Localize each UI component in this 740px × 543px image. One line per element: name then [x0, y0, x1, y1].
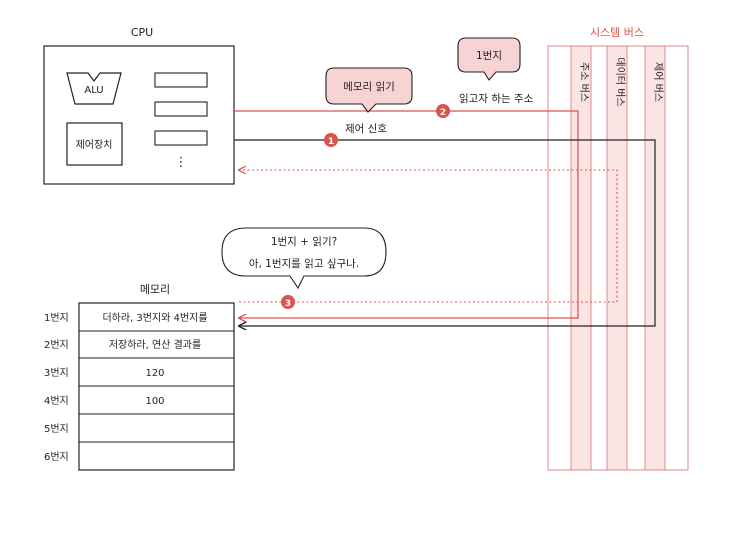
cpu-label: CPU — [131, 26, 153, 39]
step-3-number: 3 — [285, 299, 291, 309]
memory-address-6: 6번지 — [44, 451, 69, 463]
address-to-read-label: 읽고자 하는 주소 — [459, 92, 534, 105]
memory-content-3: 120 — [145, 368, 164, 379]
data-bus-lane — [606, 45, 628, 471]
address-bubble — [457, 37, 521, 81]
alu-label: ALU — [84, 85, 103, 96]
memory-address-3: 3번지 — [44, 367, 69, 379]
memory-content-4: 100 — [145, 396, 164, 407]
memory-thought-line2: 아, 1번지를 읽고 싶구나. — [249, 257, 359, 270]
cpu-box — [43, 45, 235, 185]
register-1 — [154, 72, 208, 88]
memory-read-bubble-text: 메모리 읽기 — [343, 80, 395, 93]
address-line — [234, 110, 579, 318]
system-bus-title: 시스템 버스 — [590, 26, 644, 39]
memory-content-2: 저장하라, 연산 결과를 — [109, 338, 201, 351]
register-3 — [154, 130, 208, 146]
data-bus-label: 데이터 버스 — [614, 57, 626, 106]
memory-address-4: 4번지 — [44, 395, 69, 407]
step-1-badge — [324, 133, 338, 147]
alu-shape — [66, 72, 122, 105]
memory-thought-line1: 1번지 + 읽기? — [271, 235, 337, 248]
address-bus-label: 주소 버스 — [578, 62, 590, 102]
step-1-number: 1 — [328, 137, 334, 147]
memory-label: 메모리 — [140, 283, 170, 296]
memory-read-bubble — [325, 67, 413, 113]
register-ellipsis: ⋮ — [175, 155, 188, 170]
control-unit-label: 제어장치 — [76, 139, 113, 151]
data-return-line — [239, 170, 618, 303]
control-signal-label: 제어 신호 — [345, 123, 387, 135]
address-bus-lane — [570, 45, 592, 471]
memory-address-1: 1번지 — [44, 312, 69, 324]
memory-content-1: 더하라, 3번지와 4번지를 — [102, 311, 207, 324]
memory-thought-bubble — [221, 227, 387, 290]
memory-address-5: 5번지 — [44, 423, 69, 435]
control-unit-box — [66, 122, 123, 166]
address-bubble-text: 1번지 — [476, 50, 502, 62]
control-signal-line — [234, 139, 656, 326]
step-3-badge — [281, 295, 295, 309]
step-2-badge — [436, 104, 450, 118]
register-2 — [154, 101, 208, 117]
step-2-number: 2 — [440, 108, 446, 118]
control-bus-label: 제어 버스 — [652, 62, 664, 102]
memory-address-2: 2번지 — [44, 339, 69, 351]
